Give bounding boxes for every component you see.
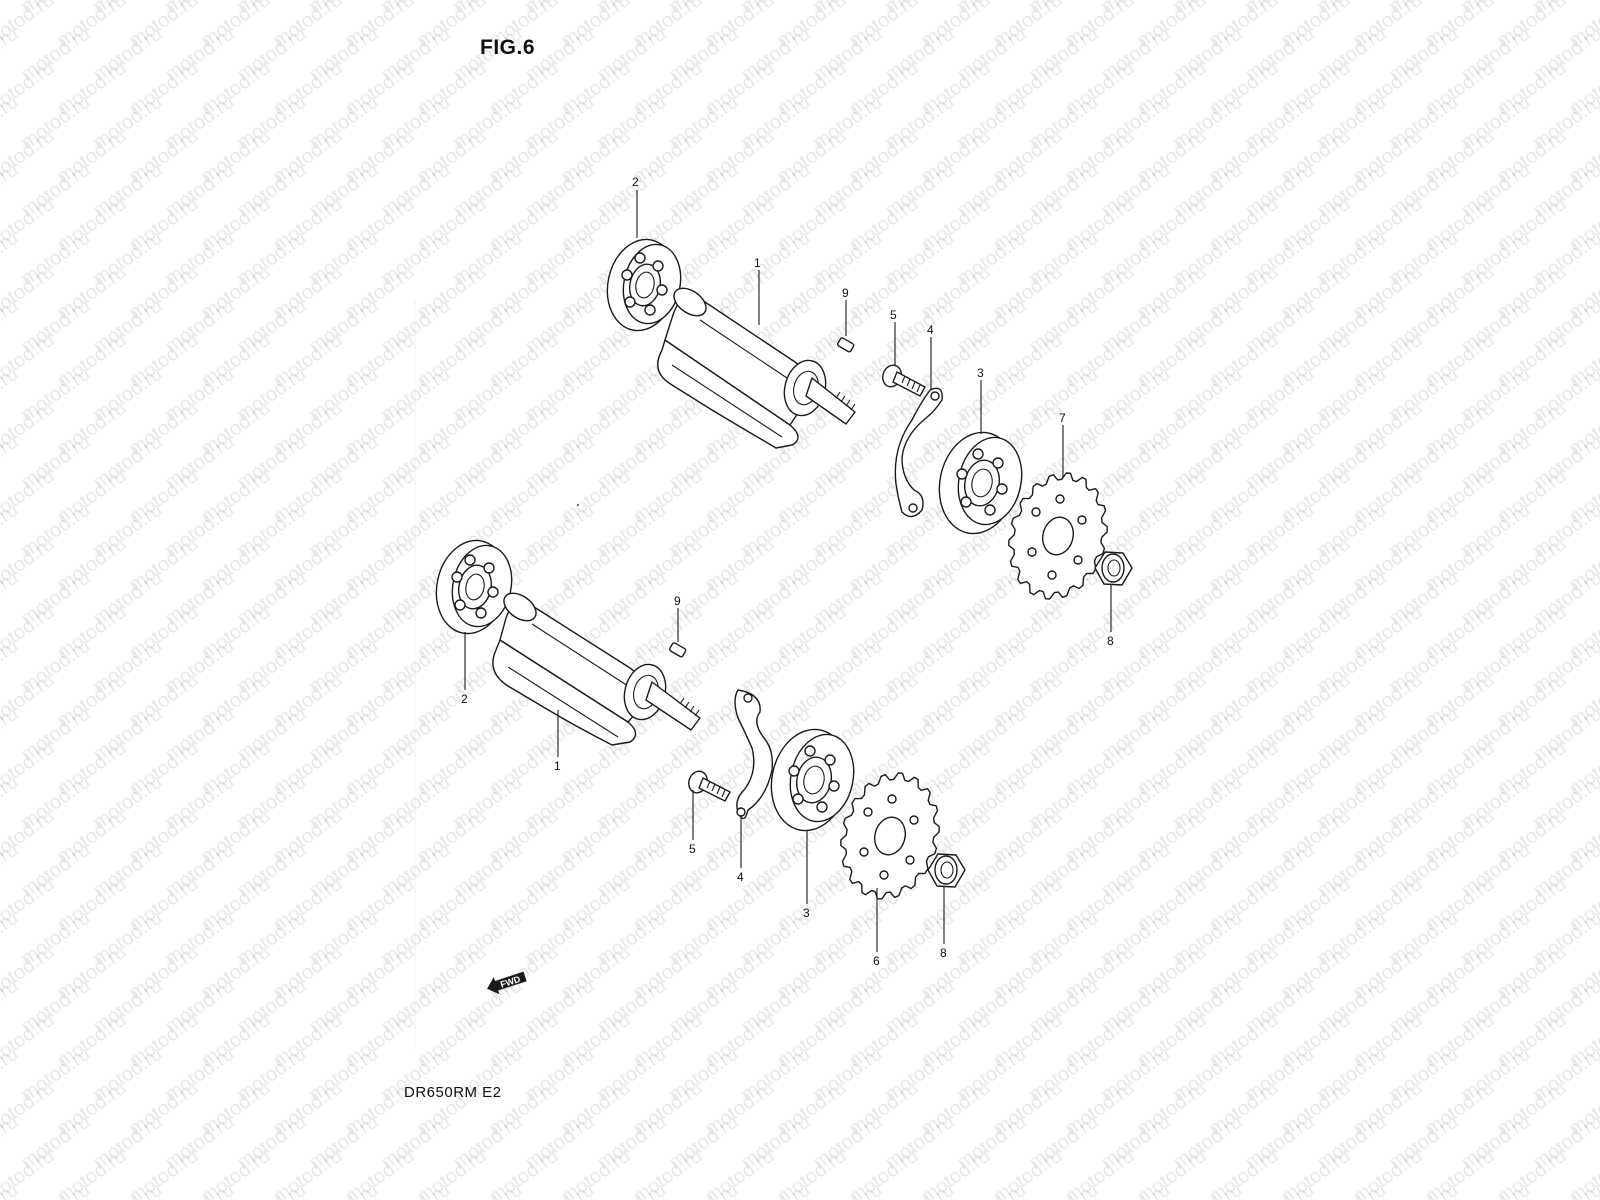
bolt-upper: [882, 364, 926, 397]
key-upper: [836, 337, 855, 353]
nut-lower: [927, 853, 966, 888]
callout-lower-8: 8: [940, 946, 947, 960]
callout-upper-9: 9: [842, 286, 849, 300]
callout-upper-1: 1: [754, 256, 761, 270]
callout-upper-5: 5: [890, 308, 897, 322]
upper-assembly: [606, 238, 1133, 600]
fwd-arrow-icon: FWD: [487, 971, 527, 995]
bolt-lower: [688, 770, 731, 802]
retainer-plate-upper: [894, 387, 943, 518]
lower-assembly: [435, 539, 966, 900]
sprocket-lower: [840, 772, 940, 900]
callout-upper-4: 4: [927, 323, 934, 337]
fwd-label: FWD: [499, 974, 522, 990]
retainer-plate-lower: [734, 689, 774, 820]
sprocket-upper: [1008, 472, 1108, 600]
callout-upper-7: 7: [1059, 411, 1066, 425]
callout-lower-1: 1: [554, 759, 561, 773]
balancer-shaft-upper: [657, 287, 856, 449]
callout-lower-5: 5: [689, 842, 696, 856]
callout-labels: 2 1 9 5 4 3 7 8 9 2 1 5 4 3 6 8: [461, 175, 1114, 968]
callout-upper-8: 8: [1107, 634, 1114, 648]
nut-upper: [1094, 551, 1133, 586]
scan-speck: [577, 504, 579, 506]
callout-upper-3: 3: [977, 366, 984, 380]
key-lower: [668, 642, 687, 658]
callout-lower-9: 9: [674, 594, 681, 608]
leader-lines: [464, 190, 1112, 952]
callout-lower-2: 2: [461, 692, 468, 706]
model-code: DR650RM E2: [404, 1084, 502, 1101]
balancer-shaft-lower: [492, 592, 701, 746]
callout-lower-4: 4: [737, 870, 744, 884]
callout-upper-2: 2: [632, 175, 639, 189]
callout-lower-3: 3: [803, 906, 810, 920]
callout-lower-6: 6: [873, 954, 880, 968]
